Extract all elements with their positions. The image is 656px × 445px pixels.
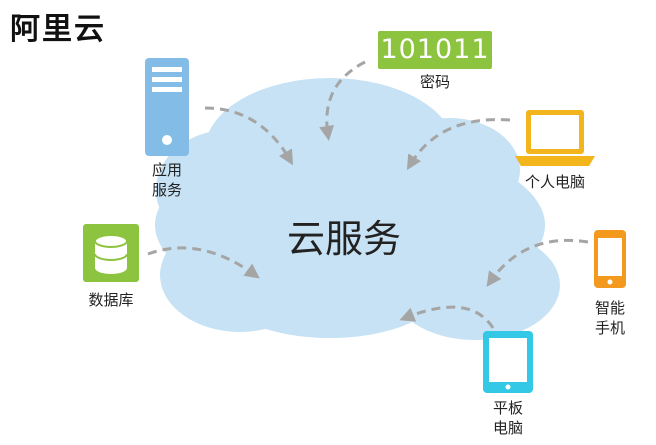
- tablet-label-line1: 平板: [492, 399, 523, 417]
- database-label: 数据库: [88, 291, 134, 309]
- arrow-from-password: [319, 60, 366, 141]
- smartphone-label-line2: 手机: [594, 319, 625, 337]
- app-service-label: 应用 服务: [142, 160, 192, 200]
- cloud-service-label: 云服务: [287, 217, 402, 261]
- smartphone-label: 智能 手机: [588, 298, 632, 338]
- arrow-from-database: [147, 246, 260, 279]
- cloud-shape: [155, 78, 560, 340]
- database-icon: [83, 224, 139, 282]
- tablet-label-line2: 电脑: [492, 419, 523, 437]
- tablet-icon: [483, 331, 533, 393]
- arrow-from-laptop: [406, 118, 511, 171]
- server-icon: [145, 58, 189, 156]
- app-service-label-line2: 服务: [151, 181, 182, 199]
- password-code-box: 101011: [378, 31, 492, 69]
- laptop-label: 个人电脑: [524, 173, 585, 191]
- arrow-from-app-service: [204, 106, 294, 166]
- smartphone-label-line1: 智能: [594, 299, 625, 317]
- app-service-label-line1: 应用: [151, 161, 182, 179]
- brand-logo: 阿里云: [10, 12, 106, 47]
- smartphone-icon: [594, 230, 626, 288]
- password-label: 密码: [419, 73, 450, 91]
- tablet-label: 平板 电脑: [484, 398, 532, 438]
- arrow-from-tablet: [399, 305, 495, 329]
- laptop-icon: [515, 110, 595, 166]
